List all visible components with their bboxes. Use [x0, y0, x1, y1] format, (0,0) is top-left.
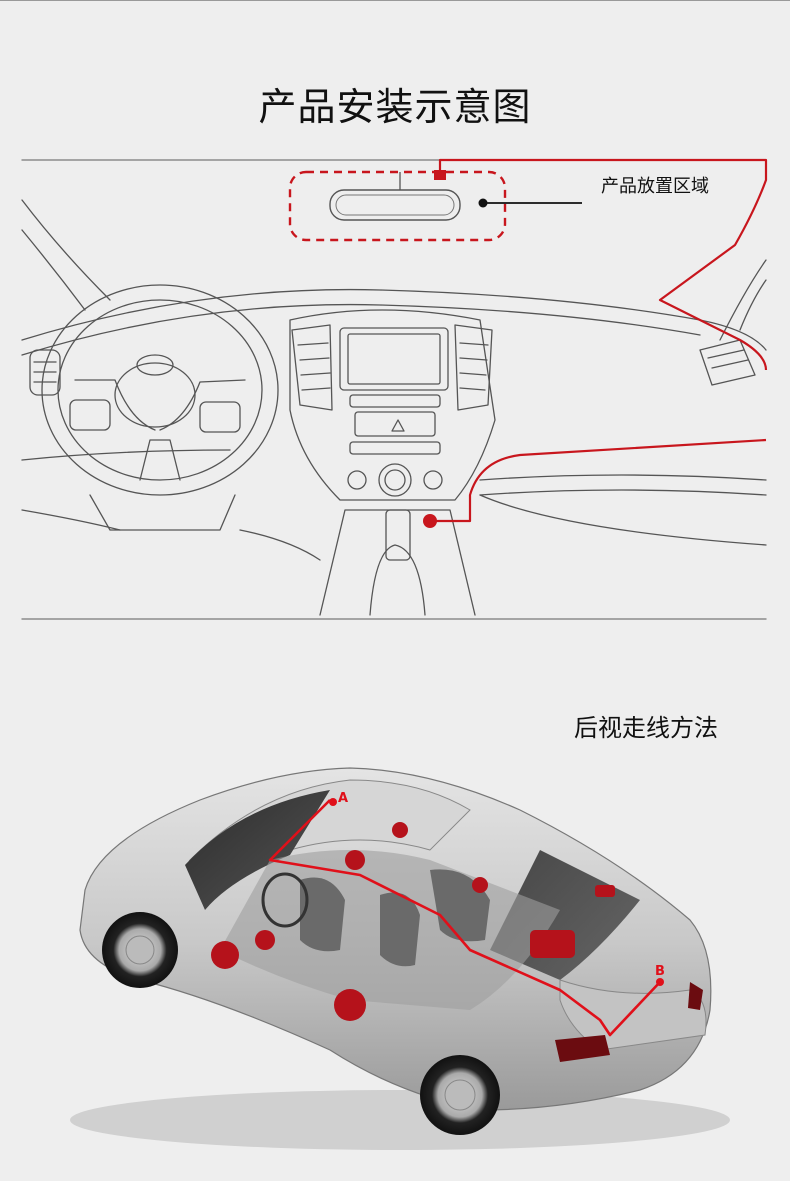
- callout-dot: [478, 198, 488, 208]
- marker-b-label: B: [655, 964, 665, 979]
- car-cutaway-illustration: A B: [70, 767, 730, 1150]
- rearview-mirror: [329, 172, 461, 221]
- top-divider: [0, 0, 790, 1]
- mount-point-marker: [434, 170, 446, 180]
- page-title: 产品安装示意图: [258, 85, 532, 129]
- marker-a-label: A: [338, 791, 348, 806]
- power-point-marker: [423, 514, 437, 528]
- placement-callout-label: 产品放置区域: [601, 176, 709, 197]
- marker-b-dot: [656, 978, 664, 986]
- wiring-route: [268, 799, 661, 1037]
- marker-a-dot: [329, 798, 337, 806]
- rear-wiring-subtitle: 后视走线方法: [574, 714, 718, 742]
- product-placement-zone: [288, 170, 507, 242]
- dashboard-diagram: [21, 158, 768, 620]
